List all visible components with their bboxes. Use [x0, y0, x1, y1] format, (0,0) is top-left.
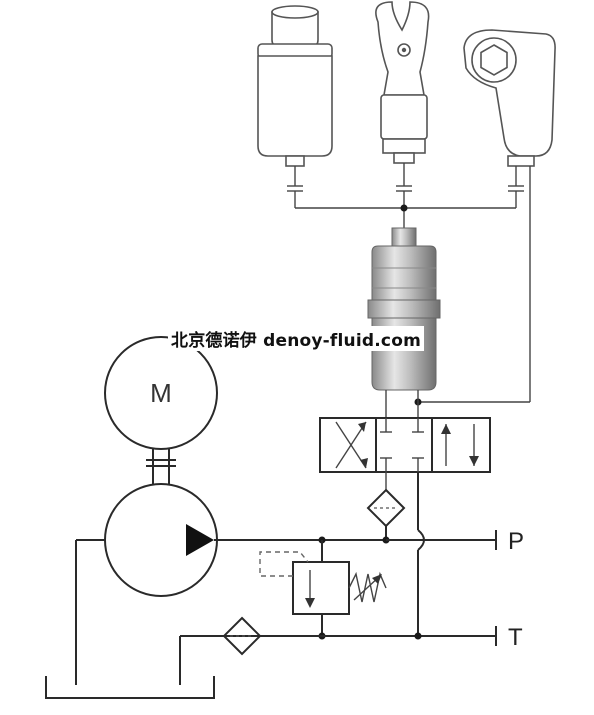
- return-filter: [222, 616, 262, 656]
- motor-pump-coupling: [146, 449, 176, 484]
- directional-control-valve: [319, 417, 491, 473]
- return-line: [385, 166, 531, 418]
- electric-motor: M: [104, 336, 218, 450]
- port-p-label: P: [508, 528, 524, 555]
- suction-line: [75, 539, 105, 685]
- torque-wrench-tool: [463, 29, 556, 192]
- hydraulic-cylinder-tool: [257, 5, 333, 192]
- valve-tank-line: [417, 472, 425, 636]
- reservoir-tank: [45, 676, 215, 699]
- tank-line: [179, 626, 497, 685]
- watermark-text: 北京德诺伊 denoy-fluid.com: [168, 326, 424, 351]
- hydraulic-cutter-tool: [375, 1, 430, 192]
- motor-label: M: [150, 378, 172, 408]
- port-t-label: T: [508, 624, 523, 651]
- pressure-filter: [366, 472, 406, 540]
- hydraulic-pump: [104, 483, 218, 597]
- tool-manifold-line: [294, 191, 517, 232]
- pressure-line: [214, 530, 497, 550]
- quick-coupling: [367, 227, 441, 391]
- pressure-relief-valve: [259, 540, 387, 640]
